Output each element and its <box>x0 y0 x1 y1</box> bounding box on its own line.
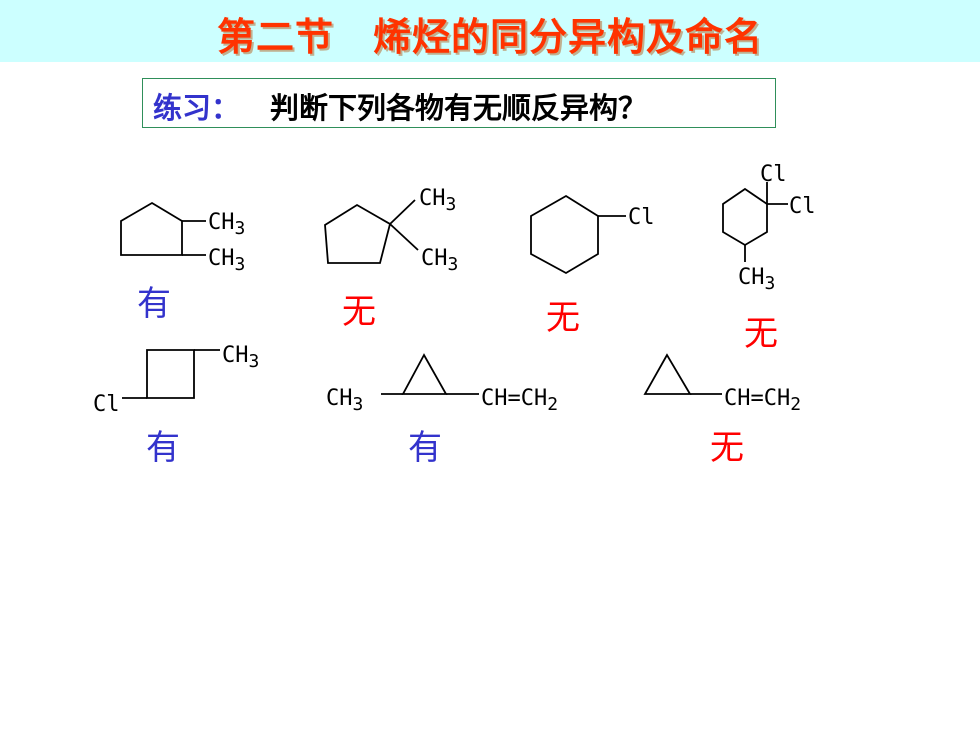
question-label: 练习： <box>153 91 241 125</box>
m2-sub1: CH3 <box>419 186 456 215</box>
m4-sub3: CH3 <box>738 265 775 294</box>
question-box: 练习： 判断下列各物有无顺反异构？ <box>142 78 776 128</box>
answer-5: 有 <box>146 428 180 468</box>
molecule-6: CH3 CH=CH2 <box>326 353 558 415</box>
m4-sub2: Cl <box>789 194 816 219</box>
m5-sub1: CH3 <box>222 343 259 372</box>
answer-6: 有 <box>408 428 442 468</box>
cyclohexane-ring-3 <box>530 194 599 275</box>
cyclohexane-ring-4 <box>722 187 768 247</box>
cyclopropane-ring-7 <box>643 353 692 395</box>
m7-right: CH=CH2 <box>724 386 801 415</box>
cyclobutane-ring-5 <box>146 349 195 399</box>
molecule-3: Cl <box>530 194 655 275</box>
answer-4: 无 <box>744 314 778 354</box>
molecule-1: CH3 CH3 <box>120 201 245 275</box>
answer-1: 有 <box>137 284 171 324</box>
answer-2: 无 <box>342 292 376 332</box>
m5-sub2: Cl <box>93 392 120 417</box>
m3-sub1: Cl <box>628 205 655 230</box>
cyclopentane-ring-2 <box>324 203 392 264</box>
molecule-5: CH3 Cl <box>93 343 259 417</box>
molecule-4: Cl Cl CH3 <box>722 162 816 294</box>
molecule-2: CH3 CH3 <box>324 186 458 275</box>
m1-sub2: CH3 <box>208 246 245 275</box>
answer-3: 无 <box>546 298 580 338</box>
answer-7: 无 <box>710 428 744 468</box>
m6-right: CH=CH2 <box>481 386 558 415</box>
question-text: 判断下列各物有无顺反异构？ <box>270 91 648 125</box>
m2-sub2: CH3 <box>421 246 458 275</box>
molecule-7: CH=CH2 <box>643 353 801 415</box>
m1-sub1: CH3 <box>208 210 245 239</box>
cyclopropane-ring-6 <box>401 353 448 395</box>
cyclopentane-ring-1 <box>120 201 183 256</box>
m6-left: CH3 <box>326 386 363 415</box>
title-banner: 第二节 烯烃的同分异构及命名 <box>0 0 980 62</box>
slide-title: 第二节 烯烃的同分异构及命名 <box>216 15 763 59</box>
m4-sub1: Cl <box>760 162 787 187</box>
